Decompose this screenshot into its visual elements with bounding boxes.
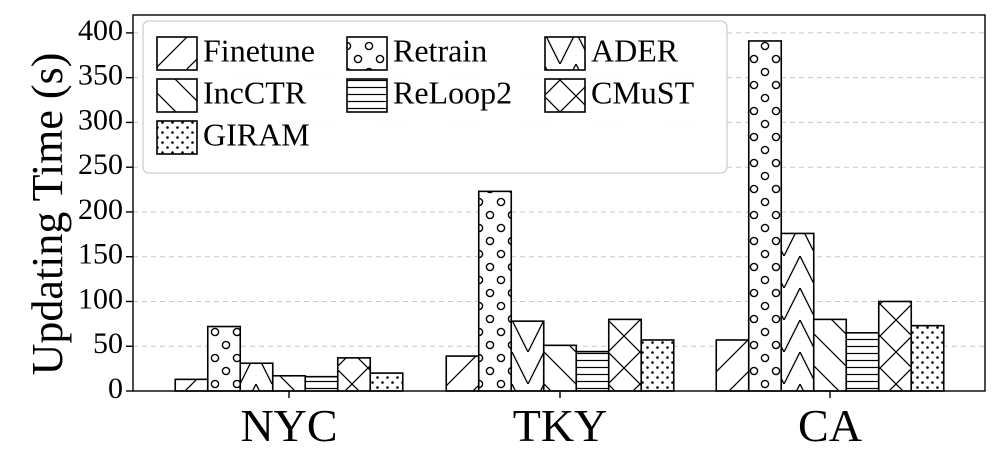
legend-swatch <box>156 36 198 71</box>
y-tick-label: 200 <box>78 193 123 226</box>
legend-swatch <box>346 36 388 71</box>
bar-cmust-nyc <box>336 357 372 392</box>
bar-giram-nyc <box>369 372 404 392</box>
legend-label: ADER <box>591 32 679 68</box>
legend-swatch <box>346 78 388 113</box>
legend: Finetune Retrain ADER IncCTR ReLoop2 CMuST GIR… <box>142 20 728 174</box>
y-tick-label: 50 <box>93 327 123 360</box>
y-tick-label: 100 <box>78 282 123 315</box>
x-tick-label-nyc: NYC <box>240 400 337 451</box>
bar-incctr-tky <box>542 344 578 392</box>
legend-item-retrain: Retrain <box>346 32 487 71</box>
y-tick-label: 250 <box>78 148 123 181</box>
legend-label: GIRAM <box>203 116 310 152</box>
y-tick-label: 150 <box>78 238 123 271</box>
bar-cmust-ca <box>877 300 913 392</box>
bar-reloop2-ca <box>845 332 880 392</box>
legend-item-giram: GIRAM <box>156 116 310 155</box>
bar-retrain-tky <box>477 190 513 392</box>
bar-giram-tky <box>640 339 675 392</box>
y-tick-label: 350 <box>78 59 123 92</box>
legend-swatch <box>156 120 198 155</box>
bar-incctr-ca <box>812 318 848 392</box>
y-tick-label: 300 <box>78 103 123 136</box>
bar-retrain-nyc <box>206 325 242 392</box>
legend-swatch <box>156 78 198 113</box>
bar-ader-tky <box>510 320 545 392</box>
legend-label: ReLoop2 <box>393 74 512 110</box>
legend-item-incctr: IncCTR <box>156 74 307 113</box>
bar-ader-ca <box>780 232 815 392</box>
x-tick-label-ca: CA <box>798 400 862 451</box>
legend-swatch <box>544 78 586 113</box>
y-tick-label: 400 <box>78 14 123 47</box>
bar-finetune-tky <box>445 355 480 392</box>
x-tick-label-tky: TKY <box>513 400 608 451</box>
legend-item-ader: ADER <box>544 32 679 71</box>
bar-retrain-ca <box>747 40 783 392</box>
bar-finetune-nyc <box>174 378 209 392</box>
bar-reloop2-nyc <box>304 375 339 392</box>
bars <box>174 40 945 392</box>
y-axis-label: Updating Time (s) <box>23 53 72 376</box>
legend-label: IncCTR <box>203 74 307 110</box>
legend-label: CMuST <box>591 74 695 110</box>
y-tick-label: 0 <box>108 372 123 405</box>
legend-item-cmust: CMuST <box>544 74 695 113</box>
bar-reloop2-tky <box>575 350 610 392</box>
legend-label: Finetune <box>203 32 315 68</box>
legend-item-finetune: Finetune <box>156 32 315 71</box>
legend-swatch <box>544 36 586 71</box>
bar-incctr-nyc <box>271 374 307 392</box>
bar-giram-ca <box>910 324 945 392</box>
plot-frame <box>132 14 986 392</box>
legend-label: Retrain <box>393 32 487 68</box>
bar-ader-nyc <box>239 362 274 392</box>
bar-cmust-tky <box>607 318 643 392</box>
bar-finetune-ca <box>715 339 750 392</box>
legend-item-reloop2: ReLoop2 <box>346 74 512 113</box>
